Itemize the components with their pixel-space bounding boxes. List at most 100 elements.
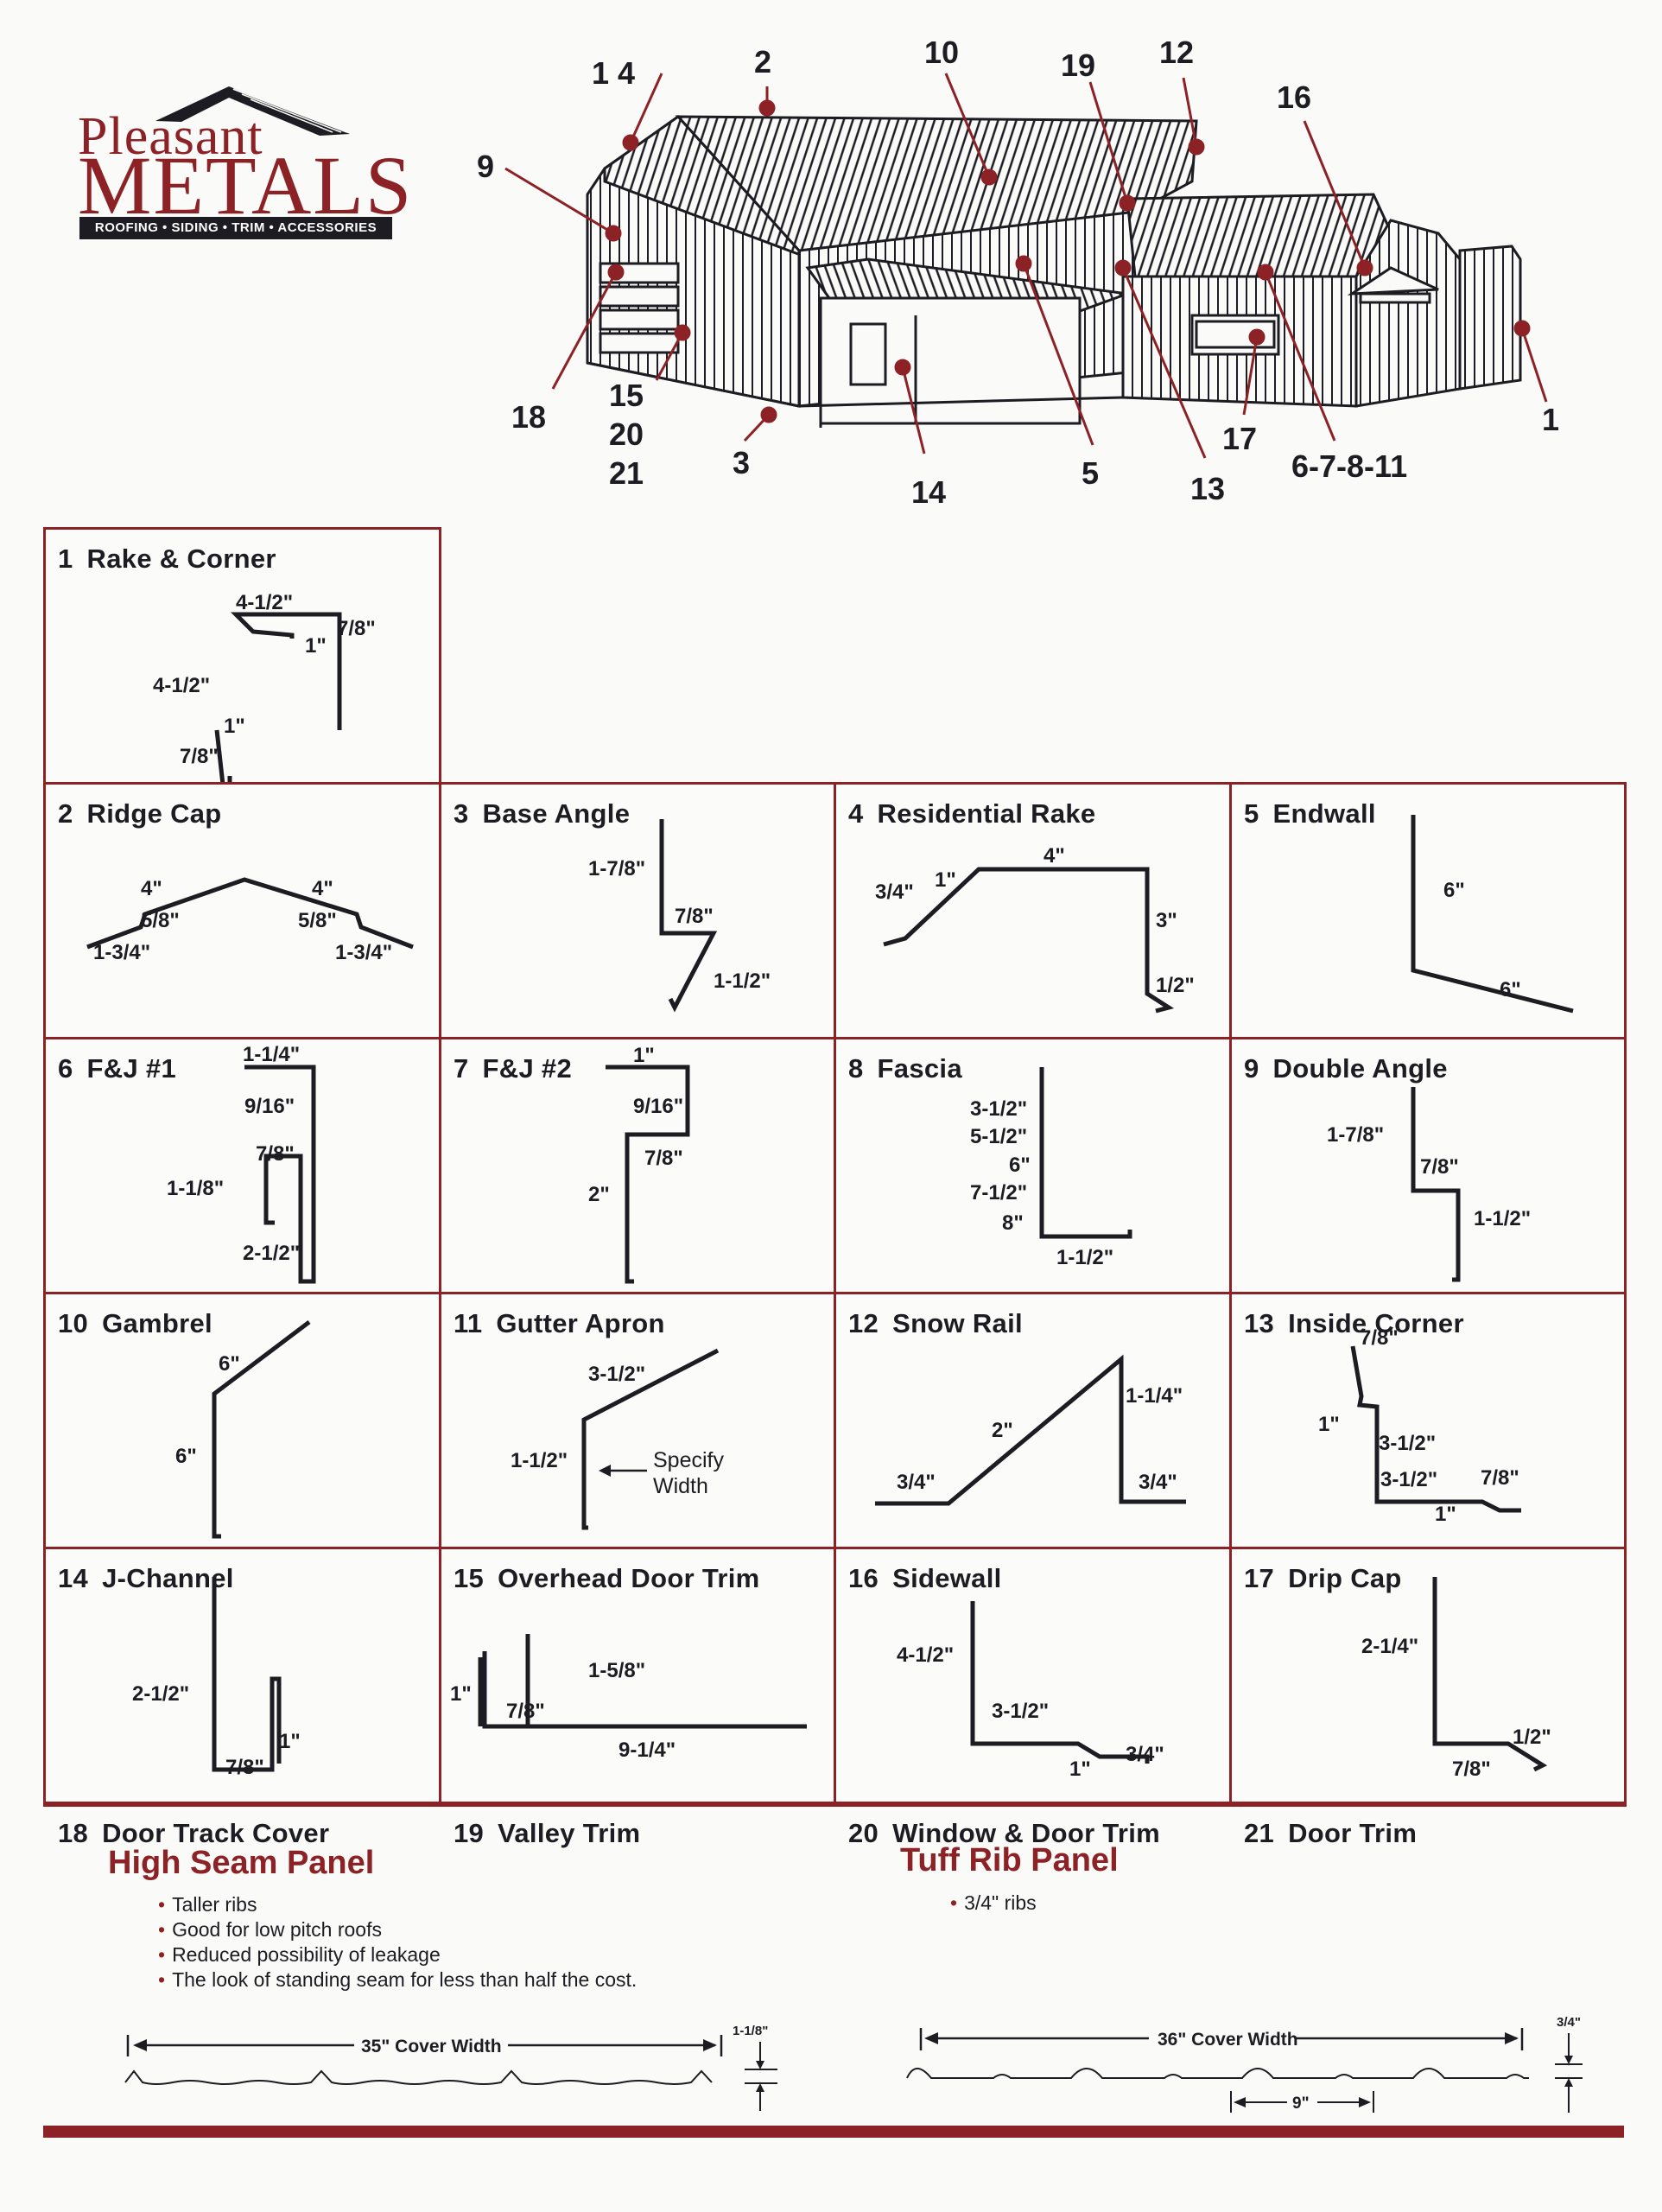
callout-20: 20 — [609, 416, 644, 452]
trim-name: Double Angle — [1272, 1053, 1448, 1084]
trim-profile-14: 2-1/2"1"7/8" — [132, 1577, 301, 1779]
dimension-label: 4-1/2" — [153, 674, 210, 697]
dimension-label: 5/8" — [298, 909, 337, 932]
arrowhead-icon — [599, 1465, 611, 1477]
callout-14: 14 — [911, 474, 946, 510]
dimension-label: 6" — [1443, 879, 1465, 902]
dimension-label: 6" — [1009, 1154, 1031, 1177]
tuff-rib-height: 3/4" — [1557, 2015, 1581, 2030]
dimension-label: 3-1/2" — [970, 1097, 1027, 1121]
dimension-label: 3/4" — [1126, 1743, 1164, 1766]
dimension-label: 1" — [1435, 1503, 1456, 1526]
dimension-label: 7/8" — [506, 1700, 545, 1723]
dimension-label: 1" — [1069, 1758, 1091, 1781]
dimension-label: 9/16" — [633, 1095, 683, 1118]
trim-profile-line — [86, 877, 414, 950]
trim-profile-17: 2-1/4"7/8"1/2" — [1361, 1577, 1551, 1781]
dimension-label: 2-1/4" — [1361, 1635, 1418, 1658]
callout-15: 15 — [609, 378, 644, 413]
trim-number: 8 — [848, 1053, 864, 1084]
trim-profile-line — [1411, 1087, 1461, 1282]
dimension-label: 7/8" — [1420, 1155, 1459, 1179]
trim-name: Door Trim — [1288, 1818, 1418, 1848]
dimension-label: 7/8" — [180, 745, 219, 768]
trim-note: Width — [653, 1474, 708, 1498]
trim-title: 11 Gutter Apron — [454, 1308, 665, 1339]
trim-number: 10 — [58, 1308, 89, 1338]
trim-name: Gutter Apron — [496, 1308, 665, 1338]
trim-name: Snow Rail — [892, 1308, 1023, 1338]
trim-name: F&J #2 — [482, 1053, 573, 1084]
trim-number: 15 — [454, 1563, 485, 1593]
callout-1-4: 1 4 — [592, 55, 635, 91]
dimension-label: 2-1/2" — [243, 1242, 300, 1265]
trim-profile-line — [1039, 1067, 1132, 1239]
trim-name: Window & Door Trim — [892, 1818, 1161, 1848]
bullet-item: •Reduced possibility of leakage — [158, 1943, 441, 1966]
trim-number: 14 — [58, 1563, 89, 1593]
dimension-label: 1-7/8" — [588, 857, 645, 880]
trim-number: 6 — [58, 1053, 73, 1084]
dimension-label: 8" — [1002, 1211, 1024, 1235]
trim-profile-line — [212, 1577, 282, 1772]
dimension-label: 1-3/4" — [93, 941, 150, 964]
dimension-label: 9/16" — [244, 1095, 295, 1118]
tuff-rib-profile: 36" Cover Width 9" 3/4" — [906, 2015, 1583, 2113]
trim-number: 4 — [848, 798, 864, 829]
trim-profile-10: 6"6" — [175, 1320, 311, 1539]
trim-profile-line — [1432, 1577, 1548, 1772]
high-seam-cover-width: 35" Cover Width — [361, 2037, 502, 2056]
tuff-rib-title: Tuff Rib Panel — [900, 1842, 1119, 1878]
trim-profile-line — [875, 1354, 1186, 1506]
callout-19: 19 — [1061, 48, 1095, 83]
callout-13: 13 — [1190, 471, 1225, 506]
trim-cell-19: 9-1/4"9-1/4"1"1"Also Custom Width19Valle… — [439, 1802, 836, 1848]
dimension-label: 1-1/4" — [1126, 1384, 1183, 1408]
trim-name: Door Track Cover — [102, 1818, 330, 1848]
trim-profile-line — [581, 1348, 720, 1530]
bullet-item: •The look of standing seam for less than… — [158, 1968, 638, 1991]
tuff-rib-spacing: 9" — [1292, 2094, 1310, 2113]
dimension-label: 1-5/8" — [588, 1659, 645, 1682]
dimension-label: 7/8" — [644, 1147, 683, 1170]
dimension-label: 2" — [588, 1183, 610, 1206]
trim-name: Sidewall — [892, 1563, 1002, 1593]
tuff-rib-bullets: •3/4" ribs — [950, 1891, 1037, 1916]
dimension-label: 1-1/2" — [511, 1449, 568, 1472]
trim-number: 1 — [58, 543, 73, 574]
dimension-label: 6" — [175, 1445, 197, 1468]
trim-number: 11 — [454, 1308, 483, 1338]
trim-profile-13: 7/8"1"3-1/2"3-1/2"7/8"1" — [1318, 1326, 1521, 1526]
dimension-label: 6" — [1500, 978, 1521, 1001]
dimension-label: 3-1/2" — [992, 1700, 1049, 1723]
high-seam-rib-height: 1-1/8" — [733, 2024, 768, 2038]
dimension-label: 1-1/4" — [243, 1043, 300, 1066]
trim-profile-2: 4"4"5/8"5/8"1-3/4"1-3/4" — [86, 877, 414, 964]
dimension-label: 7/8" — [256, 1142, 295, 1166]
trim-profile-line — [230, 612, 342, 730]
bullet-item: •Taller ribs — [158, 1893, 257, 1916]
tuff-rib-cover-width: 36" Cover Width — [1158, 2030, 1298, 2050]
trim-name: Overhead Door Trim — [498, 1563, 760, 1593]
trim-note: Specify — [653, 1448, 724, 1472]
trim-profile-15: 1"7/8"1-5/8"9-1/4" — [450, 1634, 807, 1762]
high-seam-title: High Seam Panel — [108, 1845, 375, 1881]
dimension-label: 1-1/2" — [714, 969, 771, 993]
